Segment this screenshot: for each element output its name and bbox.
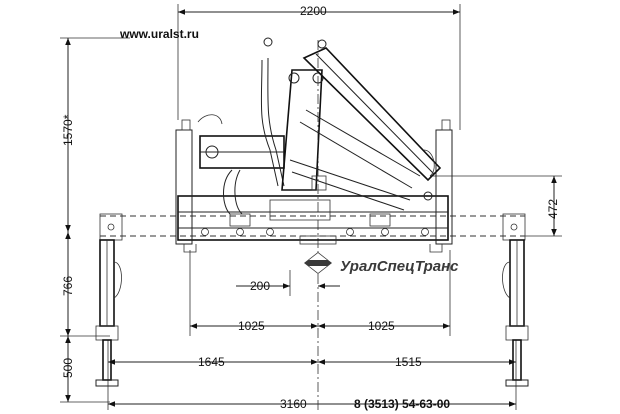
uralspectrans-diamond-logo <box>304 252 332 274</box>
dim-766: 766 <box>61 276 75 296</box>
dim-1645: 1645 <box>198 355 225 369</box>
dim-1570: 1570* <box>61 114 75 146</box>
dim-1515: 1515 <box>395 355 422 369</box>
crane-base <box>175 119 453 253</box>
dim-200: 200 <box>250 279 270 293</box>
phone-label: 8 (3513) 54-63-00 <box>354 397 450 411</box>
dim-3160: 3160 <box>280 397 307 411</box>
dim-2200: 2200 <box>300 4 327 18</box>
crane-column-and-boom <box>197 37 442 215</box>
dim-500: 500 <box>61 358 75 378</box>
website-label: www.uralst.ru <box>119 27 199 41</box>
dim-472: 472 <box>546 199 560 219</box>
dim-1025-left: 1025 <box>238 319 265 333</box>
dimension-lines <box>60 4 562 410</box>
brand-label: УралСпецТранс <box>340 258 459 275</box>
dim-1025-right: 1025 <box>368 319 395 333</box>
left-outrigger-leg <box>95 239 122 387</box>
right-outrigger-leg <box>502 239 529 387</box>
